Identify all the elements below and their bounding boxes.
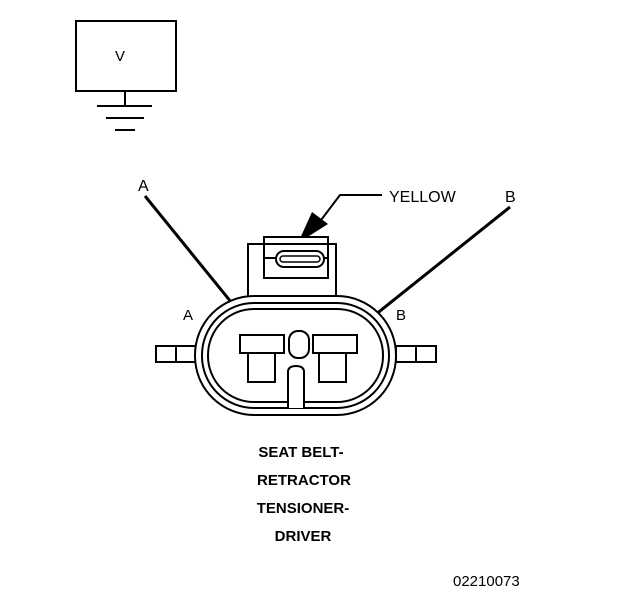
connector-body [155, 236, 437, 416]
terminal-b-label: B [396, 307, 406, 324]
callout-b-label: B [505, 189, 516, 206]
figure-id: 02210073 [453, 573, 520, 590]
terminal-a-cavity [239, 334, 285, 383]
component-caption: SEAT BELT- RETRACTOR TENSIONER- DRIVER [257, 444, 351, 545]
terminal-b-cavity [312, 334, 358, 383]
wire-color-label: YELLOW [389, 189, 457, 206]
caption-line-4: DRIVER [275, 528, 332, 545]
ground-icon [97, 105, 152, 131]
voltmeter-label: V [115, 48, 125, 65]
caption-line-2: RETRACTOR [257, 472, 351, 489]
terminal-a-label: A [183, 307, 193, 324]
latch-icon [275, 250, 325, 268]
wire-leader-arrow [298, 194, 382, 243]
caption-line-3: TENSIONER- [257, 500, 350, 517]
caption-line-1: SEAT BELT- [258, 444, 343, 461]
callout-a-label: A [138, 178, 149, 195]
voltmeter-symbol: V [75, 20, 177, 131]
